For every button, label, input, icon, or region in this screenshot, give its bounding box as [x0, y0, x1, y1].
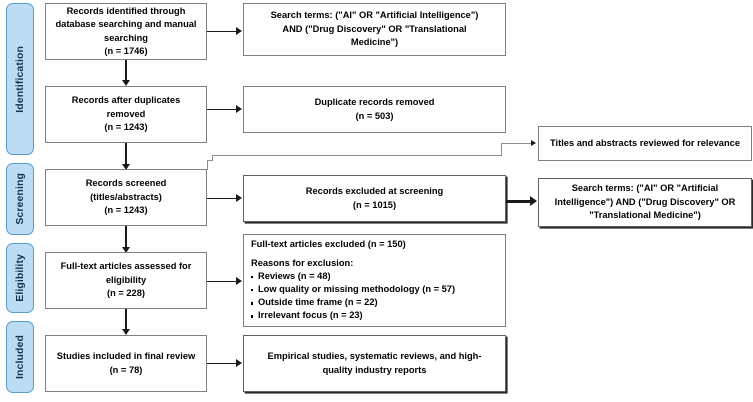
box-text: Records after duplicates removed (n = 12… [72, 94, 181, 134]
connector-afterduplicates-to-duplicatesremoved [207, 109, 237, 111]
list-item: Outside time frame (n = 22) [251, 296, 455, 309]
arrowhead-right [236, 193, 242, 202]
arrowhead-right [236, 104, 242, 113]
box-text: Empirical studies, systematic reviews, a… [268, 350, 482, 377]
box-fulltext-assessed: Full-text articles assessed for eligibil… [45, 252, 207, 309]
box-text: Titles and abstracts reviewed for releva… [550, 137, 740, 150]
box-text: Full-text articles assessed for eligibil… [61, 260, 192, 300]
box-line: Intelligence") AND ("Drug Discovery" OR [554, 196, 736, 207]
box-line: Full-text articles assessed for [60, 261, 192, 272]
box-line: AND ("Drug Discovery" OR "Translational [282, 23, 467, 34]
box-line: database searching and manual [55, 19, 197, 30]
stage-tab-label: Identification [14, 45, 26, 113]
box-line: Studies included in final review [56, 351, 196, 362]
box-line: Records after duplicates [71, 95, 181, 106]
box-line: Search terms: ("AI" OR "Artificial [571, 183, 719, 194]
connector-identified-to-searchterms [207, 31, 237, 33]
stage-tab-identification: Identification [6, 3, 34, 155]
list-item: Low quality or missing methodology (n = … [251, 283, 455, 296]
stage-tab-label: Eligibility [14, 254, 26, 302]
stage-tab-label: Screening [14, 173, 26, 225]
stage-tab-label: Included [14, 335, 26, 379]
box-line: (n = 78) [109, 364, 143, 375]
connector-screened-titles-seg2 [207, 160, 213, 161]
box-records-identified: Records identified through database sear… [45, 3, 207, 60]
connector-fulltext-to-included [125, 309, 127, 331]
connector-afterduplicates-to-screened [125, 143, 127, 166]
arrowhead-right [236, 358, 242, 367]
box-line: searching [104, 32, 148, 43]
list-item: Irrelevant focus (n = 23) [251, 309, 455, 322]
stage-tab-screening: Screening [6, 163, 34, 235]
connector-fulltext-to-excluded [207, 281, 237, 283]
box-line: (n = 1243) [104, 205, 148, 216]
arrowhead-down [121, 247, 130, 253]
stage-tab-included: Included [6, 321, 34, 393]
box-included-study-types: Empirical studies, systematic reviews, a… [243, 335, 506, 392]
connector-screened-titles-seg5 [501, 143, 502, 156]
connector-screened-titles-seg4 [212, 155, 502, 156]
box-records-screened: Records screened (titles/abstracts) (n =… [45, 169, 207, 226]
connector-screened-to-excluded [207, 198, 237, 200]
box-fulltext-excluded: Full-text articles excluded (n = 150) Re… [243, 234, 506, 327]
box-text: Records excluded at screening (n = 1015) [306, 185, 443, 212]
box-studies-included: Studies included in final review (n = 78… [45, 335, 207, 392]
box-line: (n = 1243) [104, 122, 148, 133]
box-search-terms-top: Search terms: ("AI" OR "Artificial Intel… [243, 3, 506, 56]
box-records-after-duplicates: Records after duplicates removed (n = 12… [45, 86, 207, 143]
box-line: Records identified through [66, 5, 186, 16]
box-text: Search terms: ("AI" OR "Artificial Intel… [271, 9, 479, 49]
connector-screened-titles-seg1 [207, 160, 208, 170]
arrowhead-right [236, 26, 242, 35]
arrowhead-down [121, 329, 130, 335]
box-records-excluded-at-screening: Records excluded at screening (n = 1015) [243, 175, 506, 222]
box-line: (titles/abstracts) [90, 191, 162, 202]
box-text: Search terms: ("AI" OR "Artificial Intel… [555, 182, 736, 222]
box-text: Duplicate records removed (n = 503) [315, 96, 435, 123]
box-line: Empirical studies, systematic reviews, a… [267, 351, 482, 362]
exclusion-reason-list: Reviews (n = 48) Low quality or missing … [251, 270, 455, 323]
box-line: quality industry reports [322, 364, 427, 375]
box-search-terms-right: Search terms: ("AI" OR "Artificial Intel… [538, 178, 752, 227]
arrowhead-right [236, 276, 242, 285]
connector-excluded-to-searchterms-right [506, 200, 531, 203]
box-line: (n = 1746) [104, 45, 148, 56]
arrowhead-right [531, 140, 536, 147]
box-duplicate-records-removed: Duplicate records removed (n = 503) [243, 86, 506, 133]
box-line: Records excluded at screening [305, 186, 444, 197]
box-text: Full-text articles excluded (n = 150) Re… [251, 238, 455, 322]
box-line: Duplicate records removed [314, 97, 435, 108]
fulltext-excluded-subheading: Reasons for exclusion: [251, 257, 354, 268]
box-line: (n = 228) [107, 288, 145, 299]
box-text: Studies included in final review (n = 78… [57, 350, 195, 377]
connector-screened-to-fulltext [125, 226, 127, 249]
connector-screened-titles-seg3 [212, 155, 213, 161]
arrowhead-down [121, 80, 130, 86]
box-line: (n = 503) [355, 110, 394, 121]
box-titles-abstracts-reviewed: Titles and abstracts reviewed for releva… [538, 126, 752, 161]
box-text: Records identified through database sear… [55, 5, 196, 59]
box-line: eligibility [105, 274, 147, 285]
box-line: Titles and abstracts reviewed for releva… [550, 137, 740, 148]
list-item: Reviews (n = 48) [251, 270, 455, 283]
arrowhead-right [530, 196, 537, 207]
box-line: removed [106, 108, 146, 119]
box-line: (n = 1015) [352, 199, 397, 210]
connector-screened-titles-seg6 [501, 143, 533, 144]
box-line: Records screened [85, 178, 167, 189]
box-line: "Translational Medicine") [589, 210, 701, 221]
box-line: Medicine") [350, 37, 399, 48]
stage-tab-eligibility: Eligibility [6, 243, 34, 313]
arrowhead-down [121, 164, 130, 170]
connector-included-to-types [207, 363, 237, 365]
box-line: Search terms: ("AI" OR "Artificial Intel… [270, 10, 479, 21]
connector-identified-to-afterduplicates [125, 60, 127, 82]
fulltext-excluded-heading: Full-text articles excluded (n = 150) [251, 239, 406, 250]
box-text: Records screened (titles/abstracts) (n =… [86, 177, 167, 217]
